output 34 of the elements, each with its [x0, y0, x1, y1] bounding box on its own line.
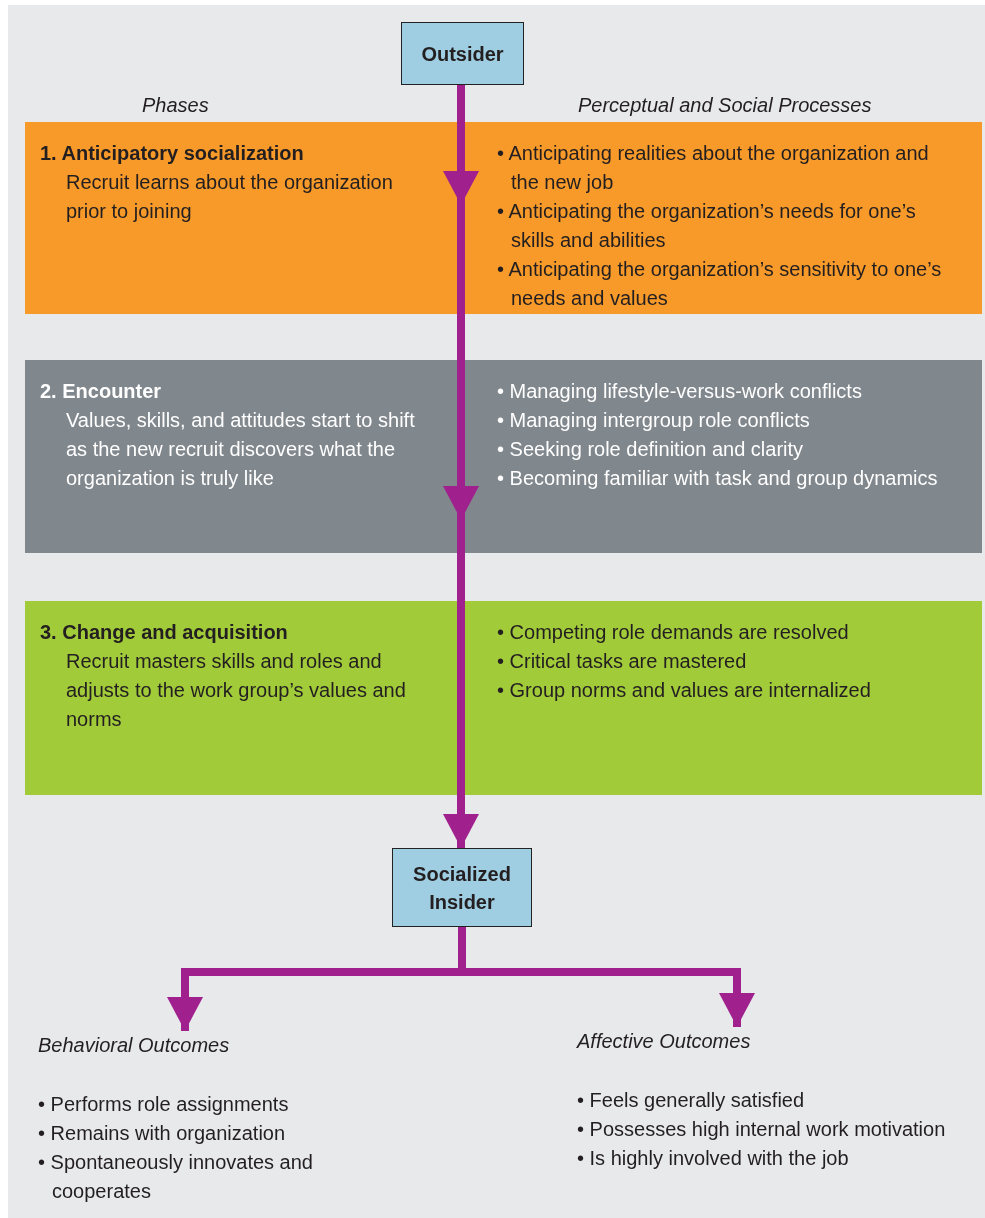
phase-title: 3. Change and acquisition [40, 620, 289, 645]
stage-box: Socialized Insider [392, 848, 532, 927]
phase-title: 2. Encounter [40, 379, 163, 404]
process-item: • Becoming familiar with task and group dynamics [497, 466, 939, 491]
process-item: • Managing lifestyle-versus-work conflicts [497, 379, 863, 404]
process-item: • Anticipating the organization’s needs for one’s skills and abilities [497, 199, 917, 253]
process-item: • Seeking role definition and clarity [497, 437, 805, 462]
arrow [443, 795, 479, 848]
phase-description: Recruit masters skills and roles and adjusts to the work group’s values and norms [66, 649, 407, 732]
process-item: • Anticipating realities about the organization and the new job [497, 141, 930, 195]
process-item: • Group norms and values are internalized [497, 678, 872, 703]
phase-band [25, 360, 982, 553]
arrow [443, 205, 479, 520]
column-heading: Perceptual and Social Processes [578, 93, 872, 117]
process-item: • Critical tasks are mastered [497, 649, 748, 674]
outcome-item: • Possesses high internal work motivation [577, 1117, 947, 1142]
outcome-item: • Spontaneously innovates and cooperates [38, 1150, 314, 1204]
outcome-heading: Behavioral Outcomes [38, 1033, 231, 1058]
outcome-item: • Is highly involved with the job [577, 1146, 850, 1171]
outcome-item: • Performs role assignments [38, 1092, 290, 1117]
outcome-item: • Remains with organization [38, 1121, 287, 1146]
process-item: • Anticipating the organization’s sensitivity to one’s needs and values [497, 257, 943, 311]
phase-description: Recruit learns about the organization prior to joining [66, 170, 394, 224]
process-item: • Managing intergroup role conflicts [497, 408, 811, 433]
phase-title: 1. Anticipatory socialization [40, 141, 305, 166]
column-heading: Phases [142, 93, 209, 117]
phase-band [25, 601, 982, 795]
arrow [443, 85, 479, 205]
outcome-heading: Affective Outcomes [577, 1029, 752, 1054]
process-item: • Competing role demands are resolved [497, 620, 850, 645]
outcome-item: • Feels generally satisfied [577, 1088, 806, 1113]
phase-band [25, 122, 982, 314]
phase-description: Values, skills, and attitudes start to shift as the new recruit discovers what the organization is truly like [66, 408, 416, 491]
stage-box: Outsider [401, 22, 524, 85]
